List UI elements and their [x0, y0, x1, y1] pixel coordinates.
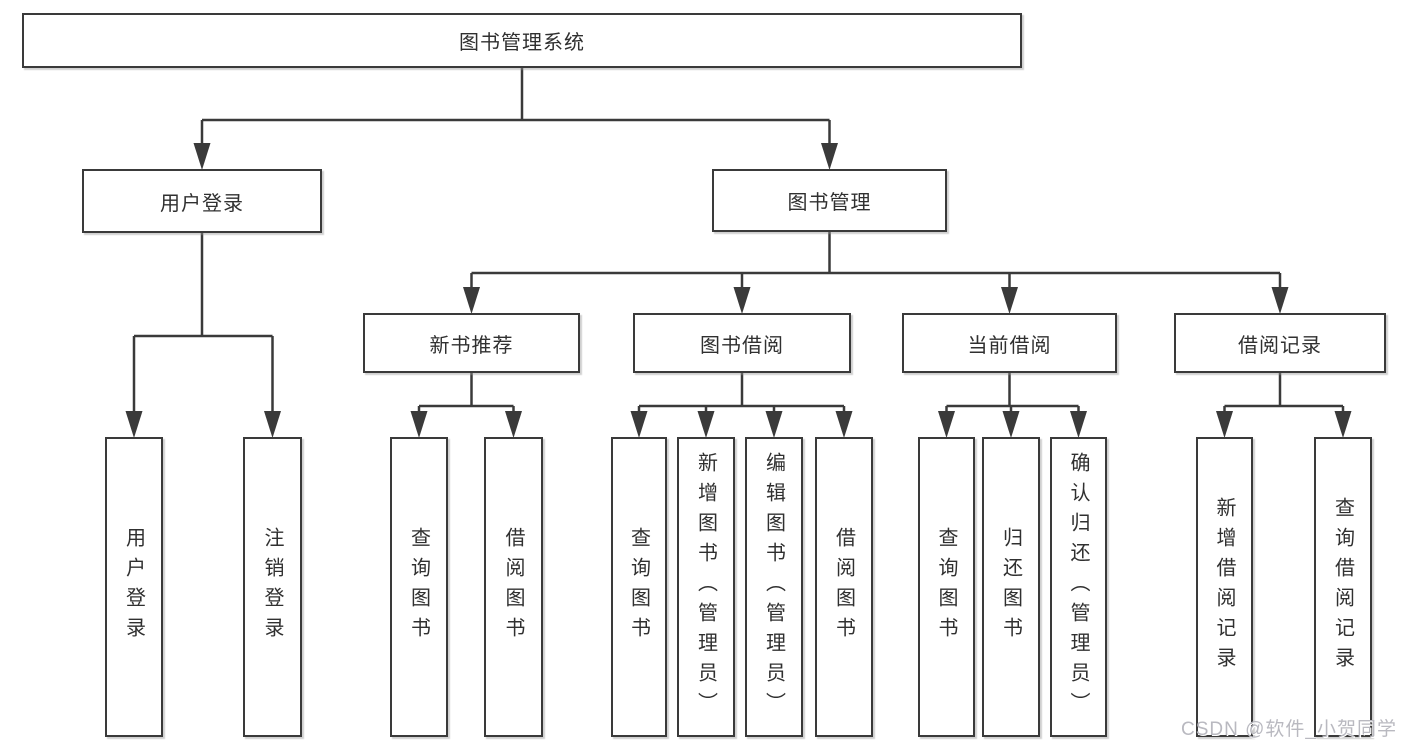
- node-label: 归还图书: [999, 527, 1022, 647]
- node-leaf-nb-borrow: 借阅图书: [484, 437, 543, 737]
- node-label: 借阅图书: [832, 527, 855, 647]
- node-label: 图书管理系统: [459, 32, 585, 54]
- node-leaf-nb-query: 查询图书: [390, 437, 448, 737]
- node-leaf-bb-add: 新增图书（管理员）: [677, 437, 735, 737]
- node-borrow-record: 借阅记录: [1174, 313, 1386, 373]
- node-current-borrow: 当前借阅: [902, 313, 1117, 373]
- node-label: 新增图书（管理员）: [694, 452, 717, 722]
- node-new-book: 新书推荐: [363, 313, 580, 373]
- node-leaf-bb-borrow: 借阅图书: [815, 437, 873, 737]
- node-book-mgmt: 图书管理: [712, 169, 947, 232]
- node-label: 编辑图书（管理员）: [762, 452, 785, 722]
- node-label: 注销登录: [261, 527, 283, 647]
- node-label: 查询图书: [407, 527, 430, 647]
- node-leaf-bb-query: 查询图书: [611, 437, 667, 737]
- node-leaf-br-query: 查询借阅记录: [1314, 437, 1372, 737]
- node-label: 图书借阅: [700, 334, 784, 357]
- node-root: 图书管理系统: [22, 13, 1022, 68]
- node-leaf-br-add: 新增借阅记录: [1196, 437, 1253, 737]
- node-label: 当前借阅: [967, 334, 1052, 357]
- node-label: 用户登录: [160, 192, 244, 215]
- node-leaf-cb-query: 查询图书: [918, 437, 975, 737]
- node-label: 借阅记录: [1238, 334, 1322, 357]
- node-label: 查询图书: [627, 527, 650, 647]
- node-book-borrow: 图书借阅: [633, 313, 851, 373]
- node-label: 用户登录: [122, 527, 145, 647]
- node-label: 查询借阅记录: [1331, 497, 1354, 677]
- node-leaf-logout: 注销登录: [243, 437, 302, 737]
- node-leaf-cb-return: 归还图书: [982, 437, 1040, 737]
- node-leaf-bb-edit: 编辑图书（管理员）: [745, 437, 803, 737]
- node-label: 新增借阅记录: [1213, 497, 1235, 677]
- node-label: 图书管理: [787, 192, 872, 214]
- node-leaf-user-login: 用户登录: [105, 437, 163, 737]
- node-user-login: 用户登录: [82, 169, 322, 233]
- node-label: 借阅图书: [502, 527, 524, 647]
- node-leaf-cb-confirm: 确认归还（管理员）: [1050, 437, 1107, 737]
- node-label: 确认归还（管理员）: [1067, 452, 1089, 722]
- node-label: 新书推荐: [429, 334, 514, 357]
- node-label: 查询图书: [935, 527, 957, 647]
- watermark-text: CSDN @软件_小贺同学: [1181, 719, 1397, 740]
